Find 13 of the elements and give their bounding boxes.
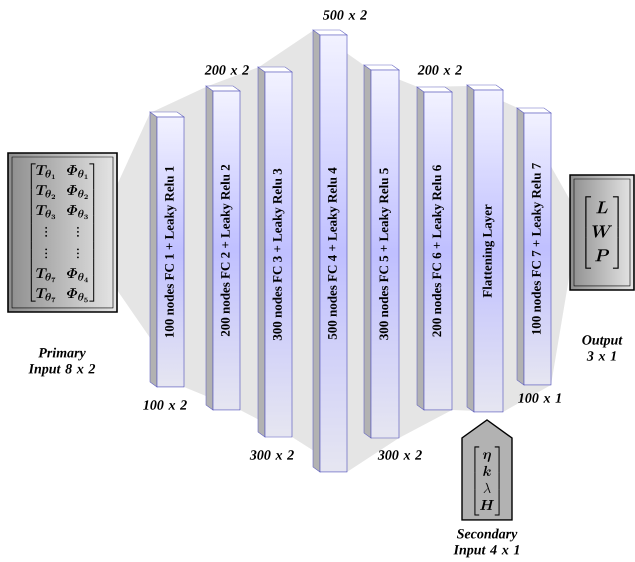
matrix-box: $\begin{bmatrix} \boldsymbol{L} \\ \boldsymbol{W} \\ \boldsymbol{P} \end{bmatrix}$: [569, 174, 635, 291]
dimension-label: 300 x 2: [250, 450, 294, 460]
dimension-label: 500 x 2: [323, 10, 367, 20]
input-arrow-box: $\begin{bmatrix} \boldsymbol{\eta} \\ \boldsymbol{k} \\ \lambda \\ \boldsymbol{H} \end{bmatrix}$: [461, 419, 513, 521]
input-caption: Primary Input 8 x 2: [28, 348, 96, 376]
dimension-label: 100 x 2: [143, 400, 187, 410]
dimension-label: 300 x 2: [378, 450, 422, 460]
input-caption: Secondary Input 4 x 1: [453, 528, 520, 558]
input-caption: Output 3 x 1: [582, 335, 623, 361]
dimension-label: 200 x 2: [204, 65, 249, 75]
dimension-label: 100 x 1: [518, 393, 561, 403]
matrix-box: $\begin{bmatrix} \boldsymbol{T_{\theta_1}} & \boldsymbol{\varPhi_{\theta_1}} \\ \boldsymbol{T_{\theta_2}} & \boldsymbol{\varPhi_{\theta_2}} \\ \boldsymbol{T_{\theta_3}} & \boldsymbol{\varPhi_{\theta_3}} \\ \vdots & \vdots \\ \vdots & \vdots \\ \boldsymbol{T_{\theta_7}} & \boldsymbol{\varPhi_{\theta_4}} \\ \boldsymbol{T_{\theta_7}} & \boldsymbol{\varPhi_{\theta_5}} \end{bmatrix}$: [7, 152, 118, 313]
dimension-label: 200 x 2: [418, 65, 462, 75]
